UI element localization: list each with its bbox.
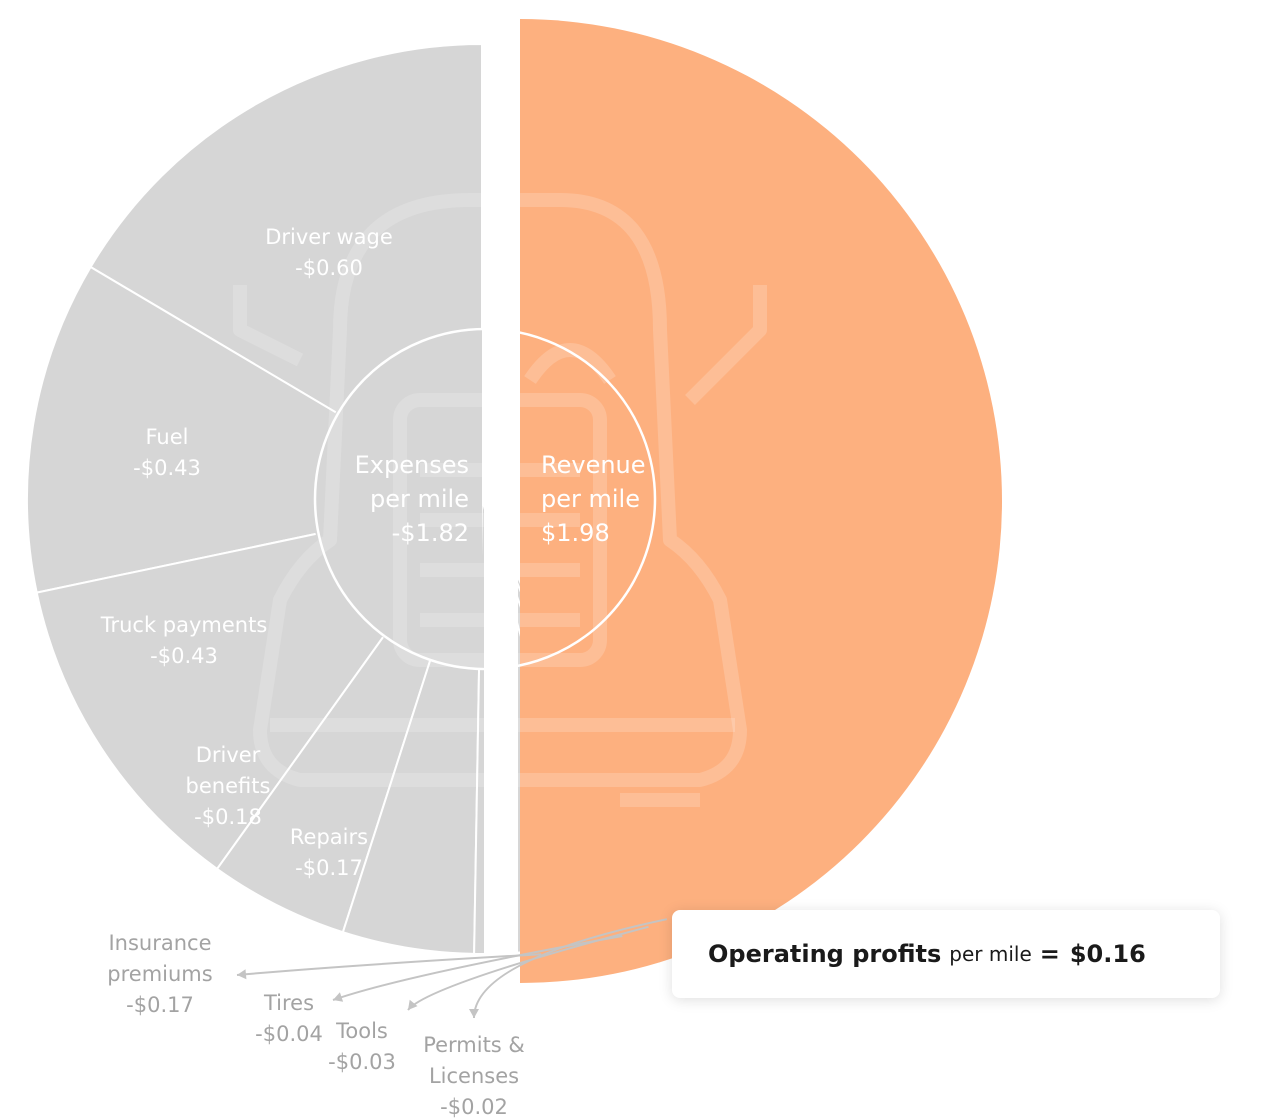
expenses-inner-disk — [312, 329, 482, 669]
slice-label-3-line-1: benefits — [186, 774, 271, 798]
callout-label-6-line-0: Tires — [263, 991, 314, 1015]
callout-arrow-6 — [333, 992, 344, 1002]
revenue-half-circle — [520, 19, 1002, 983]
callout-label-7: Tools -$0.03 — [328, 1019, 396, 1074]
slice-label-4-line-1: -$0.17 — [295, 856, 363, 880]
small-slice-callouts: Insurance premiums -$0.17 Tires -$0.04 Tools -… — [107, 918, 668, 1119]
callout-label-5: Insurance premiums -$0.17 — [107, 931, 212, 1017]
expenses-center-line-2: per mile — [370, 485, 469, 513]
slice-label-3-line-2: -$0.18 — [194, 805, 262, 829]
callout-line-7 — [407, 925, 649, 1011]
expenses-center-line-1: Expenses — [355, 451, 469, 479]
slice-label-3-line-0: Driver — [196, 743, 261, 767]
operating-profits-equals: = — [1039, 940, 1060, 968]
revenue-center-line-3: $1.98 — [541, 519, 610, 547]
slice-label-0-line-1: -$0.60 — [295, 256, 363, 280]
slice-label-0: Driver wage -$0.60 — [265, 225, 393, 280]
revenue-center-line-2: per mile — [541, 485, 640, 513]
slice-label-4: Repairs -$0.17 — [290, 825, 368, 880]
slice-label-2-line-1: -$0.43 — [150, 644, 218, 668]
callout-label-8-line-0: Permits & — [423, 1033, 525, 1057]
callout-line-8 — [473, 918, 668, 1019]
operating-profits-label: Operating profits — [708, 940, 942, 968]
slice-label-0-line-0: Driver wage — [265, 225, 393, 249]
operating-profits-unit: per mile — [949, 942, 1032, 966]
revenue-center-label: Revenue per mile $1.98 — [541, 451, 646, 547]
callout-label-5-line-1: premiums — [107, 962, 212, 986]
slice-label-4-line-0: Repairs — [290, 825, 368, 849]
slice-label-1: Fuel -$0.43 — [133, 425, 201, 480]
expenses-center-label: Expenses per mile -$1.82 — [355, 451, 469, 547]
slice-label-2: Truck payments -$0.43 — [100, 613, 268, 668]
slice-label-1-line-0: Fuel — [146, 425, 189, 449]
callout-label-7-line-1: -$0.03 — [328, 1050, 396, 1074]
expenses-center-line-3: -$1.82 — [392, 519, 469, 547]
callout-label-8: Permits & Licenses -$0.02 — [423, 1033, 525, 1119]
slice-label-1-line-1: -$0.43 — [133, 456, 201, 480]
callout-label-5-line-0: Insurance — [108, 931, 211, 955]
callout-arrow-5 — [237, 969, 247, 980]
callout-arrow-8 — [469, 1009, 479, 1018]
callout-label-5-line-2: -$0.17 — [126, 993, 194, 1017]
callout-label-8-line-1: Licenses — [429, 1064, 519, 1088]
slice-label-2-line-0: Truck payments — [100, 613, 268, 637]
callout-line-5 — [236, 953, 542, 976]
callout-label-7-line-0: Tools — [335, 1019, 388, 1043]
callout-label-8-line-2: -$0.02 — [440, 1095, 508, 1119]
slice-label-3: Driver benefits -$0.18 — [186, 743, 271, 829]
callout-label-6: Tires -$0.04 — [255, 991, 323, 1046]
operating-profits-value: $0.16 — [1069, 940, 1146, 968]
callout-label-6-line-1: -$0.04 — [255, 1022, 323, 1046]
operating-profits-callout: Operating profits per mile = $0.16 — [672, 910, 1220, 998]
callout-arrow-7 — [408, 999, 418, 1010]
revenue-center-line-1: Revenue — [541, 451, 646, 479]
